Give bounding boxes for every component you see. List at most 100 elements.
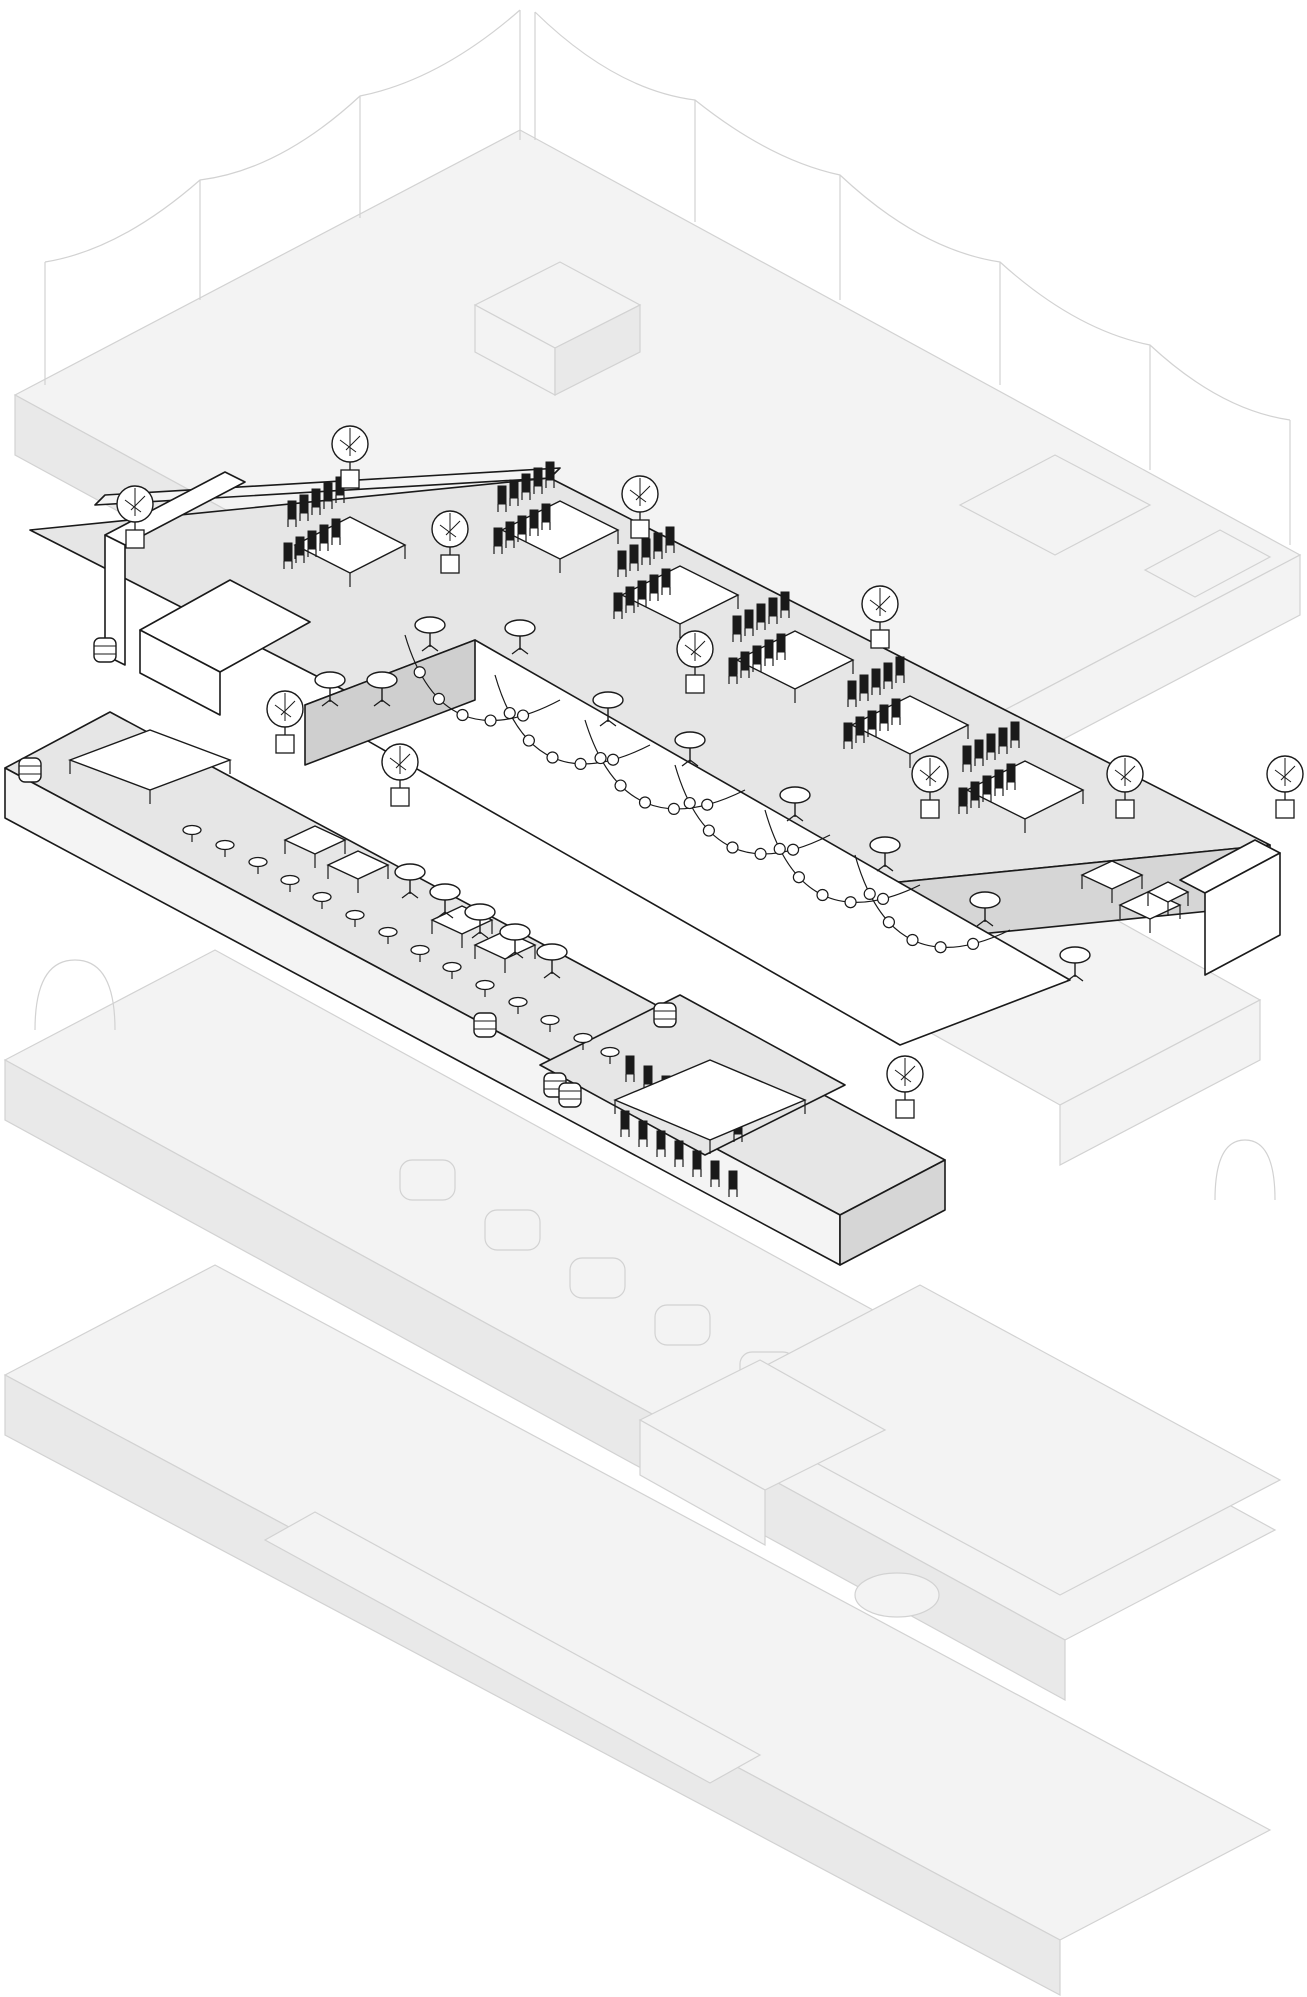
chair-back xyxy=(883,662,893,682)
chair-icon xyxy=(994,769,1004,796)
string-light-icon xyxy=(934,941,947,954)
plant-pot xyxy=(125,529,145,549)
chair-back xyxy=(891,698,901,718)
chair-back xyxy=(319,524,329,544)
chair-icon xyxy=(517,515,527,542)
lower-wing-end xyxy=(839,1159,946,1266)
chair-icon xyxy=(641,538,651,565)
chair-icon xyxy=(665,526,675,553)
chair-icon xyxy=(653,532,663,559)
table-top xyxy=(499,923,531,941)
chair-back xyxy=(307,530,317,550)
chair-icon xyxy=(776,633,786,660)
table-top xyxy=(314,671,346,689)
bar-stool-icon xyxy=(182,824,202,842)
chair-icon xyxy=(843,722,853,749)
chair-icon xyxy=(855,716,865,743)
chair-icon xyxy=(331,518,341,545)
chair-back xyxy=(529,509,539,529)
chair-back xyxy=(744,609,754,629)
stool-seat xyxy=(508,996,528,1008)
chair-back xyxy=(843,722,853,742)
table-base xyxy=(401,891,419,899)
string-light-icon xyxy=(432,692,445,705)
string-light-icon xyxy=(667,802,680,815)
chair-back xyxy=(620,1110,630,1130)
table-top xyxy=(1059,946,1091,964)
string-light-icon xyxy=(773,842,786,855)
bar-stool-icon xyxy=(442,961,462,979)
light-well-wall xyxy=(304,639,476,766)
stool-seat xyxy=(215,839,235,851)
barrel-body xyxy=(18,757,42,783)
string-light-icon xyxy=(522,734,535,747)
chair-back xyxy=(732,615,742,635)
chair-icon xyxy=(1010,721,1020,748)
stool-seat xyxy=(345,909,365,921)
stool-seat xyxy=(442,961,462,973)
round-table-icon xyxy=(674,731,706,767)
bar-stool-icon xyxy=(410,944,430,962)
string-light-icon xyxy=(594,751,607,765)
plant-pot xyxy=(390,787,410,807)
stool-seat xyxy=(475,979,495,991)
table-icon xyxy=(68,729,232,804)
barrel-body xyxy=(653,1002,677,1028)
chair-icon xyxy=(674,1140,684,1167)
barrel-body xyxy=(93,637,117,663)
table-icon xyxy=(283,825,347,868)
potted-tree-icon xyxy=(861,585,899,649)
chair-icon xyxy=(847,680,857,707)
chair-back xyxy=(661,568,671,588)
table-base xyxy=(681,759,699,767)
ground-inner-court xyxy=(265,1512,760,1783)
chair-icon xyxy=(780,591,790,618)
chair-back xyxy=(879,704,889,724)
string-light-icon xyxy=(606,753,620,766)
string-light-icon xyxy=(754,847,767,860)
table-top xyxy=(969,891,1001,909)
chair-icon xyxy=(545,461,555,488)
plant-pot xyxy=(340,469,360,489)
chair-back xyxy=(740,651,750,671)
string-light-icon xyxy=(638,796,652,809)
chair-back xyxy=(295,536,305,556)
barrel-icon xyxy=(558,1082,582,1108)
chair-icon xyxy=(871,668,881,695)
rooftop-posts xyxy=(45,10,1290,545)
chair-back xyxy=(287,500,297,520)
plant-leaves xyxy=(1114,758,1136,786)
chair-back xyxy=(764,639,774,659)
chair-back xyxy=(283,542,293,562)
table-icon xyxy=(613,1059,807,1154)
string-light-icon xyxy=(484,714,497,727)
bar-counter xyxy=(104,471,311,716)
chair-icon xyxy=(768,597,778,624)
stool-seat xyxy=(312,891,332,903)
chair-icon xyxy=(744,609,754,636)
chair-icon xyxy=(728,657,738,684)
chair-back xyxy=(974,739,984,759)
chair-icon xyxy=(625,586,635,613)
plant-pot xyxy=(630,519,650,539)
round-table-icon xyxy=(429,883,461,919)
plant-leaves xyxy=(919,758,941,786)
table-top xyxy=(674,731,706,749)
ground-deck-wing xyxy=(700,1285,1280,1595)
plant-leaves xyxy=(1274,758,1296,786)
bar-stool-icon xyxy=(508,996,528,1014)
plant-pot xyxy=(920,799,940,819)
table-top xyxy=(536,943,568,961)
table-top xyxy=(429,883,461,901)
chair-icon xyxy=(613,592,623,619)
plant-pot xyxy=(275,734,295,754)
round-table-icon xyxy=(592,691,624,727)
potted-tree-icon xyxy=(621,475,659,539)
chair-back xyxy=(871,668,881,688)
bar-stool-icon xyxy=(475,979,495,997)
table-icon xyxy=(326,850,390,893)
stool-seat xyxy=(182,824,202,836)
round-table-icon xyxy=(499,923,531,959)
